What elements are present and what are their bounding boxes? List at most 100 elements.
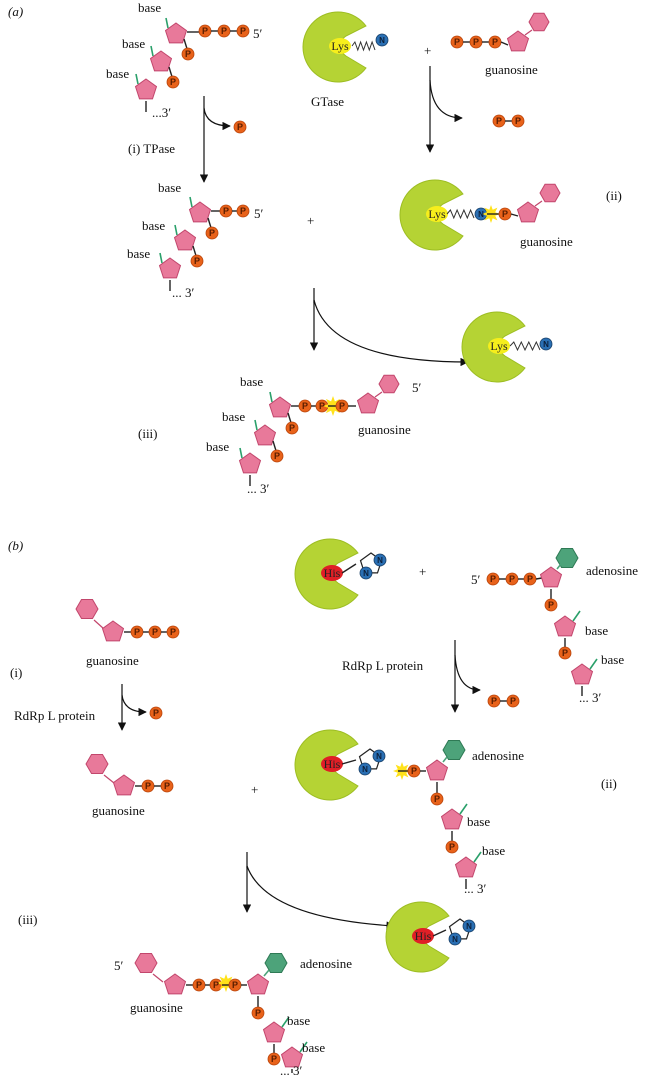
bond-line: [263, 969, 270, 977]
step-iii-label: (iii): [18, 912, 38, 927]
five-prime-label: 5′: [412, 380, 422, 395]
three-prime-label: ... 3′: [280, 1063, 303, 1077]
base-label: base: [122, 36, 145, 51]
phosphate-label: P: [527, 574, 533, 584]
nitrogen-label: N: [363, 569, 369, 578]
phosphate-label: P: [134, 627, 140, 637]
adenine-ring: [442, 740, 466, 760]
base-label: base: [287, 1013, 310, 1028]
nitrogen-atom: [462, 919, 476, 933]
phosphate-label: P: [209, 228, 215, 238]
plus-sign: +: [307, 213, 314, 228]
phosphate-label: P: [274, 451, 280, 461]
plus-sign: +: [251, 782, 258, 797]
base-label: base: [106, 66, 129, 81]
histidine-residue-label: His: [324, 757, 341, 771]
bond-line: [534, 200, 543, 207]
base-label: base: [302, 1040, 325, 1055]
phosphate-label: P: [223, 206, 229, 216]
ribose-sugar: [246, 973, 270, 995]
bond-line: [500, 41, 509, 46]
phosphate-label: P: [339, 401, 345, 411]
lysine-residue-label: Lys: [331, 39, 349, 53]
guanine-ring: [528, 12, 550, 32]
phosphate-circle: [430, 792, 444, 806]
phosphate-label: P: [562, 648, 568, 658]
lysine-residue: [488, 338, 510, 354]
phosphate-label: P: [213, 980, 219, 990]
ribose-sugar: [268, 396, 292, 418]
ribose-sugar: [149, 50, 173, 72]
ribose-sugar: [262, 1021, 286, 1043]
phosphate-label: P: [271, 1054, 277, 1064]
plus-sign: +: [424, 43, 431, 58]
release-arrow: [203, 107, 231, 131]
base-label: base: [142, 218, 165, 233]
nitrogen-atom: [358, 762, 372, 776]
phosphate-label: P: [502, 209, 508, 219]
ribose-sugar: [173, 229, 197, 251]
nitrogen-atom: [448, 932, 462, 946]
three-prime-label: ... 3′: [464, 881, 487, 896]
histidine-residue: [321, 756, 343, 772]
enzyme-release-arrow: [246, 865, 395, 930]
three-prime-label: ... 3′: [172, 285, 195, 300]
ribose-sugar: [570, 663, 594, 685]
ribose-sugar: [440, 808, 464, 830]
plus-sign: +: [419, 564, 426, 579]
base-label: base: [240, 374, 263, 389]
ribose-sugar: [101, 620, 125, 642]
nitrogen-label: N: [377, 556, 383, 565]
nitrogen-atom: [539, 337, 553, 351]
base-stub: [473, 851, 482, 863]
ribose-sugar: [188, 201, 212, 223]
ribose-sugar: [164, 22, 188, 44]
five-prime-label: 5′: [114, 958, 124, 973]
phosphate-label: P: [302, 401, 308, 411]
ribose-sugar: [516, 201, 540, 223]
phosphate-label: P: [240, 26, 246, 36]
phosphate-label: P: [202, 26, 208, 36]
nitrogen-atom: [372, 749, 386, 763]
phosphate-label: P: [319, 401, 325, 411]
phosphate-circle: [149, 706, 163, 720]
guanosine-label: guanosine: [520, 234, 573, 249]
nitrogen-label: N: [478, 210, 484, 219]
phosphate-circle: [160, 779, 174, 793]
three-prime-label: ... 3′: [247, 481, 270, 496]
ribose-sugar: [163, 973, 187, 995]
five-prime-label: 5′: [253, 26, 263, 41]
phosphate-label: P: [237, 122, 243, 132]
phosphate-label: P: [473, 37, 479, 47]
nitrogen-label: N: [379, 36, 385, 45]
phosphate-circle: [267, 1052, 281, 1066]
phosphate-label: P: [490, 574, 496, 584]
ribose-sugar: [280, 1046, 304, 1068]
phosphate-circle: [166, 625, 180, 639]
bond-line: [341, 759, 357, 765]
phosphate-circle: [544, 598, 558, 612]
histidine-residue: [412, 928, 434, 944]
phosphate-circle: [236, 24, 250, 38]
ribose-sugar: [134, 78, 158, 100]
phosphate-label: P: [492, 37, 498, 47]
base-stub: [174, 224, 178, 236]
adenosine-label: adenosine: [472, 748, 524, 763]
lysine-chain: [509, 340, 541, 352]
guanine-ring: [75, 599, 99, 619]
bond-line: [103, 774, 115, 784]
base-stub: [189, 196, 193, 208]
five-prime-label: 5′: [254, 206, 264, 221]
step-iii-label: (iii): [138, 426, 158, 441]
guanosine-label: guanosine: [130, 1000, 183, 1015]
nitrogen-label: N: [543, 340, 549, 349]
base-label: base: [138, 0, 161, 15]
release-arrow: [454, 654, 481, 695]
lysine-residue-label: Lys: [428, 207, 446, 221]
adenine-ring: [555, 548, 579, 568]
ribose-sugar: [112, 774, 136, 796]
base-label: base: [585, 623, 608, 638]
release-arrow: [429, 79, 463, 123]
nitrogen-atom: [373, 553, 387, 567]
